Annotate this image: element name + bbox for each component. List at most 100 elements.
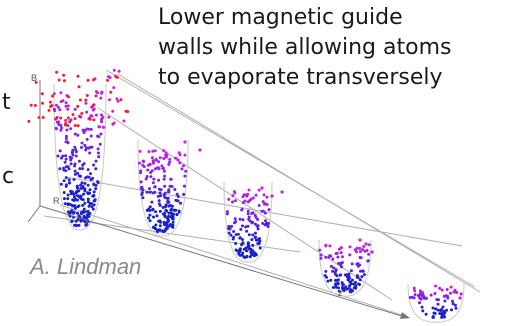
atom (177, 209, 181, 213)
atom (54, 103, 58, 107)
atom (76, 211, 79, 215)
atom (342, 289, 346, 293)
atom (339, 262, 343, 265)
atom (241, 238, 244, 241)
atom (65, 128, 69, 132)
atom (239, 227, 243, 231)
atom (93, 198, 97, 202)
atom (89, 134, 93, 138)
atom (76, 218, 80, 221)
atom (85, 127, 89, 131)
atom (162, 177, 166, 181)
atom (366, 259, 370, 263)
atom (356, 262, 360, 266)
atom (86, 209, 90, 213)
hot-atom (62, 73, 66, 77)
atom (165, 216, 169, 220)
atom (183, 153, 187, 157)
hot-atom (73, 124, 77, 127)
atom (442, 313, 446, 317)
hot-atom (270, 194, 274, 198)
atom (152, 177, 156, 181)
hot-atom (50, 104, 54, 107)
hot-atom (102, 125, 105, 129)
atom (261, 221, 265, 225)
atom (449, 285, 453, 289)
hot-atom (280, 190, 284, 194)
atom (151, 181, 155, 185)
hot-atom (119, 98, 123, 102)
atom (236, 232, 240, 236)
atom (94, 187, 98, 191)
hot-atom (85, 94, 89, 97)
atom (233, 199, 237, 203)
atom (147, 216, 150, 220)
atom (254, 193, 258, 197)
atom (445, 308, 449, 312)
atom (156, 166, 160, 170)
atom (85, 137, 89, 141)
atom (71, 153, 75, 157)
atom (340, 265, 343, 269)
atom (247, 233, 251, 237)
atom (347, 275, 351, 279)
atom (179, 201, 182, 205)
atom (70, 156, 73, 160)
atom (161, 206, 165, 209)
atom (88, 151, 92, 155)
atom (70, 219, 74, 223)
atom (335, 274, 339, 278)
atom (418, 296, 422, 300)
atom (73, 164, 77, 168)
atom (345, 287, 349, 291)
atom (72, 199, 76, 202)
atom (84, 101, 88, 105)
atom (158, 219, 162, 223)
hot-atom (34, 80, 38, 84)
atom (438, 286, 442, 290)
atom (92, 163, 96, 167)
atom (75, 184, 79, 188)
hot-atom (64, 122, 68, 125)
atom (350, 278, 354, 282)
atom (91, 207, 95, 211)
atom (450, 308, 453, 312)
atom (81, 203, 85, 207)
atom (66, 197, 70, 201)
hot-atom (77, 85, 81, 89)
atom (362, 245, 366, 248)
atom (82, 192, 86, 196)
atom (355, 274, 359, 278)
atom (251, 243, 255, 247)
hot-atom (112, 68, 116, 72)
hot-atom (55, 70, 59, 74)
atom (448, 291, 452, 295)
atom (257, 204, 261, 207)
hot-atom (51, 94, 54, 98)
atom (81, 198, 85, 202)
atom (66, 141, 70, 145)
atom (73, 169, 77, 173)
atom (59, 182, 63, 186)
atom (232, 230, 236, 233)
atom (72, 210, 76, 214)
axis-arrowhead (400, 312, 410, 319)
atom (150, 156, 154, 160)
caption-line-1: Lower magnetic guide (158, 5, 403, 30)
atom (158, 191, 162, 195)
atom-cloud-3 (225, 188, 271, 259)
atom (240, 224, 244, 228)
atom (76, 133, 80, 137)
atom (78, 167, 82, 171)
atom (178, 161, 182, 165)
hot-atom (62, 79, 66, 83)
atom (82, 210, 86, 214)
hot-atom (80, 112, 84, 115)
atom (77, 223, 81, 227)
atom (454, 306, 458, 310)
atom (182, 164, 185, 168)
atom (247, 245, 251, 249)
atom (88, 188, 92, 192)
atom (161, 167, 165, 170)
atom (246, 212, 250, 216)
